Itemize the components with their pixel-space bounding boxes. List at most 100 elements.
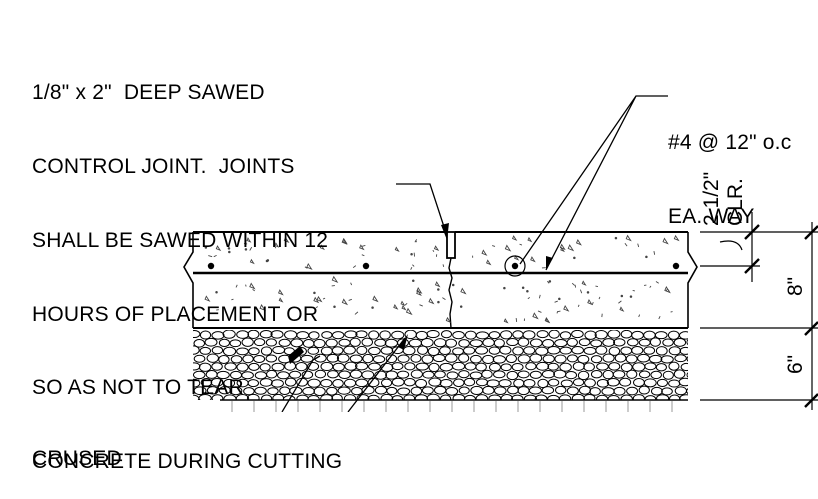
aggregate-mark	[539, 295, 540, 298]
aggregate-mark	[362, 245, 366, 246]
aggregate-mark	[443, 264, 444, 266]
aggregate-mark	[557, 311, 558, 313]
stone-mark	[687, 387, 699, 394]
aggregate-mark	[588, 300, 592, 304]
aggregate-mark	[492, 246, 495, 247]
aggregate-mark	[615, 237, 617, 239]
aggregate-mark	[505, 245, 510, 250]
aggregate-mark	[621, 295, 623, 297]
aggregate-mark	[620, 307, 623, 311]
aggregate-mark	[435, 246, 439, 250]
aggregate-mark	[504, 287, 506, 289]
aggregate-mark	[568, 245, 573, 250]
aggregate-mark	[461, 289, 466, 294]
aggregate-mark	[520, 244, 522, 245]
aggregate-mark	[402, 306, 405, 310]
aggregate-mark	[433, 250, 434, 252]
aggregate-mark	[504, 319, 507, 322]
sawed-joint	[447, 232, 455, 258]
aggregate-mark	[482, 250, 486, 255]
aggregate-mark	[419, 305, 422, 306]
rebar-note: #4 @ 12" o.c EA. WAY	[668, 82, 791, 254]
aggregate-mark	[639, 315, 640, 317]
aggregate-mark	[412, 265, 414, 267]
aggregate-mark	[625, 243, 627, 246]
aggregate-mark	[351, 283, 352, 285]
rebar-note-line: #4 @ 12" o.c	[668, 131, 791, 156]
rebar-bar	[673, 263, 679, 269]
aggregate-mark	[355, 312, 358, 315]
aggregate-mark	[592, 302, 593, 305]
aggregate-mark	[559, 298, 561, 300]
aggregate-mark	[663, 239, 668, 244]
aggregate-mark	[411, 267, 412, 269]
aggregate-mark	[574, 257, 576, 259]
aggregate-mark	[646, 256, 648, 258]
aggregate-mark	[626, 236, 630, 241]
aggregate-mark	[549, 281, 551, 283]
aggregate-mark	[572, 283, 574, 285]
aggregate-mark	[438, 301, 440, 303]
aggregate-mark	[531, 257, 535, 261]
aggregate-mark	[442, 298, 445, 300]
aggregate-mark	[527, 290, 529, 292]
aggregate-mark	[533, 313, 538, 318]
aggregate-mark	[564, 306, 568, 311]
aggregate-mark	[516, 318, 517, 322]
aggregate-mark	[401, 302, 404, 306]
aggregate-mark	[650, 286, 651, 288]
aggregate-mark	[395, 247, 398, 251]
aggregate-mark	[618, 301, 621, 303]
aggregate-mark	[522, 287, 524, 289]
aggregate-mark	[372, 307, 374, 309]
aggregate-mark	[460, 306, 462, 308]
aggregate-mark	[528, 238, 531, 242]
aggregate-mark	[638, 244, 639, 247]
aggregate-mark	[342, 299, 347, 304]
base-note-line: CRUSED	[32, 447, 122, 472]
aggregate-mark	[578, 305, 579, 307]
aggregate-mark	[656, 281, 659, 283]
aggregate-mark	[659, 316, 660, 319]
aggregate-mark	[452, 284, 454, 286]
aggregate-mark	[435, 282, 439, 286]
stone-mark	[692, 347, 703, 355]
aggregate-mark	[582, 281, 585, 285]
aggregate-mark	[394, 305, 397, 309]
joint-note-line: CONTROL JOINT. JOINTS	[32, 155, 342, 180]
base-thickness-dim: 6"	[784, 355, 807, 374]
stone-mark	[692, 331, 704, 339]
aggregate-mark	[429, 299, 433, 304]
joint-leader	[396, 184, 447, 236]
aggregate-mark	[546, 319, 549, 323]
aggregate-mark	[373, 296, 378, 301]
aggregate-mark	[587, 292, 589, 294]
aggregate-mark	[577, 240, 581, 245]
aggregate-mark	[575, 285, 576, 288]
aggregate-mark	[405, 303, 407, 305]
aggregate-mark	[630, 296, 632, 298]
stone-mark	[693, 362, 703, 370]
aggregate-mark	[580, 290, 581, 294]
aggregate-mark	[528, 297, 530, 298]
rebar-note-line: EA. WAY	[668, 205, 791, 230]
aggregate-mark	[446, 318, 450, 322]
base-note: CRUSED	[32, 398, 122, 496]
stone-mark	[687, 338, 698, 346]
stone-mark	[691, 380, 703, 387]
aggregate-mark	[538, 311, 541, 313]
crack-line	[449, 258, 452, 328]
aggregate-mark	[362, 255, 365, 256]
aggregate-mark	[349, 299, 352, 300]
aggregate-mark	[599, 297, 600, 299]
stone-mark	[687, 371, 698, 379]
joint-note-line: SHALL BE SAWED WITHIN 12	[32, 229, 342, 254]
rebar-bar	[363, 263, 369, 269]
stone-mark	[687, 355, 697, 363]
aggregate-mark	[438, 289, 440, 291]
joint-note-line: 1/8" x 2" DEEP SAWED	[32, 81, 342, 106]
joint-note-line: HOURS OF PLACEMENT OR	[32, 303, 342, 328]
aggregate-mark	[654, 251, 655, 255]
rebar-leader	[520, 96, 668, 270]
stone-mark	[692, 395, 704, 402]
